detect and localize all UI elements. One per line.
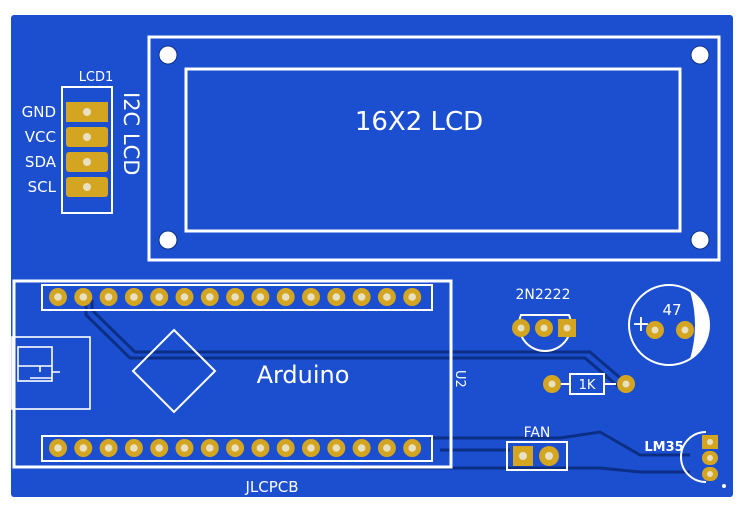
arduino-top-pin-drill (256, 293, 265, 301)
arduino-module: Arduino U2 (11, 279, 467, 469)
capacitor-polarity: + (632, 312, 650, 337)
usb-connector-outline (11, 336, 91, 410)
lcd1-ref: LCD1 (79, 70, 114, 85)
arduino-bottom-pin-drill (256, 444, 265, 452)
resistor-body (569, 373, 605, 395)
lm35-drill-2 (707, 455, 713, 461)
arduino-top-pin-drill (231, 293, 239, 301)
lcd1-pin-labels: GND VCC SDA SCL (22, 103, 57, 196)
arduino-chip-diamond (131, 328, 217, 414)
transistor-drill-mid (540, 324, 548, 332)
transistor-drill-right (563, 324, 571, 332)
arduino-outline (12, 279, 453, 469)
arduino-bottom-pin-drill (408, 444, 417, 452)
lcd-mount-hole-tl (158, 45, 178, 65)
arduino-bottom-pin-drill (104, 444, 113, 452)
trace-3 (430, 430, 690, 457)
capacitor-drill-minus (681, 326, 689, 334)
transistor-2n2222: 2N2222 (512, 287, 576, 352)
arduino-bottom-header-outline (41, 435, 433, 462)
arduino-bottom-pin-drill (206, 444, 214, 452)
lm35-ref: LM35 (644, 440, 683, 455)
arduino-top-pin-drill (357, 293, 366, 301)
arduino-bottom-pin-drill (383, 444, 391, 452)
arduino-top-pin-drill (130, 293, 138, 301)
lcd1-pads (66, 102, 108, 197)
arduino-bottom-pin-drill (155, 444, 163, 452)
arduino-bottom-pin-drill (79, 444, 88, 452)
capacitor-negative-band (690, 291, 709, 359)
resistor-value: 1K (579, 378, 596, 393)
fan-connector: FAN (506, 425, 568, 471)
lcd1-pin-label: SDA (25, 153, 57, 171)
resistor-drill-right (622, 380, 630, 388)
lcd-mount-hole-tr (690, 45, 710, 65)
lm35-sensor: LM35 (644, 431, 726, 488)
fan-drill-2 (545, 452, 553, 460)
arduino-top-pin-drill (180, 293, 189, 301)
fan-outline (506, 441, 568, 471)
brand-label: JLCPCB (244, 478, 298, 496)
board-substrate (11, 15, 733, 497)
arduino-top-pin-drill (79, 293, 88, 301)
arduino-bottom-pins (49, 439, 422, 457)
capacitor-outline (628, 284, 710, 366)
trace-4 (360, 466, 690, 474)
arduino-top-pin-drill (104, 293, 113, 301)
arduino-bottom-pin-drill (281, 444, 290, 452)
lcd-mount-hole-br (690, 230, 710, 250)
lm35-outline (680, 431, 707, 483)
lcd-outer-outline (147, 35, 721, 262)
capacitor-drill-plus (651, 326, 659, 334)
lcd-inner-window (184, 67, 682, 233)
arduino-top-pin-drill (54, 293, 62, 301)
lcd1-pin-label: GND (22, 103, 56, 121)
arduino-bottom-pin-drill (357, 444, 366, 452)
arduino-bottom-pin-drill (307, 444, 315, 452)
lm35-pin1-dot (722, 484, 726, 488)
arduino-top-pin-drill (307, 293, 315, 301)
lcd1-pad-drill (83, 158, 91, 166)
lcd1-pin-label: VCC (25, 128, 56, 146)
lm35-drill-3 (707, 471, 713, 477)
arduino-top-pin-drill (206, 293, 214, 301)
arduino-top-pin-drill (281, 293, 290, 301)
transistor-drill-left (517, 324, 525, 332)
trace-1 (90, 300, 626, 384)
lcd-mount-hole-bl (158, 230, 178, 250)
transistor-ref: 2N2222 (515, 287, 570, 303)
lcd1-outline (61, 86, 113, 214)
resistor-1k: 1K (543, 373, 635, 395)
lcd-title: 16X2 LCD (355, 107, 483, 137)
arduino-ref: U2 (452, 370, 467, 388)
capacitor-47: + 47 (628, 284, 710, 366)
arduino-top-pins (49, 288, 422, 306)
arduino-bottom-pin-drill (54, 444, 62, 452)
arduino-bottom-pin-drill (231, 444, 239, 452)
lcd-module: 16X2 LCD (147, 35, 721, 262)
lcd1-side-label: I2C LCD (119, 92, 143, 175)
capacitor-value: 47 (662, 301, 681, 319)
fan-ref: FAN (524, 425, 551, 441)
arduino-bottom-pin-drill (332, 444, 341, 452)
arduino-top-header-outline (41, 284, 433, 311)
lcd1-header: LCD1 GND VCC SDA SCL I2C LCD (22, 70, 143, 214)
lcd1-pin-label: SCL (28, 178, 57, 196)
arduino-top-pin-drill (408, 293, 417, 301)
lm35-drill-1 (707, 439, 713, 445)
arduino-top-pin-drill (383, 293, 391, 301)
lcd1-pad-drill (83, 133, 91, 141)
arduino-top-pin-drill (332, 293, 341, 301)
arduino-top-pin-drill (155, 293, 163, 301)
fan-drill-1 (519, 452, 527, 460)
arduino-bottom-pin-drill (180, 444, 189, 452)
resistor-drill-left (548, 380, 556, 388)
arduino-label: Arduino (257, 361, 350, 389)
lcd1-pad-drill (83, 108, 91, 116)
lcd1-pad-drill (83, 183, 91, 191)
arduino-bottom-pin-drill (130, 444, 138, 452)
